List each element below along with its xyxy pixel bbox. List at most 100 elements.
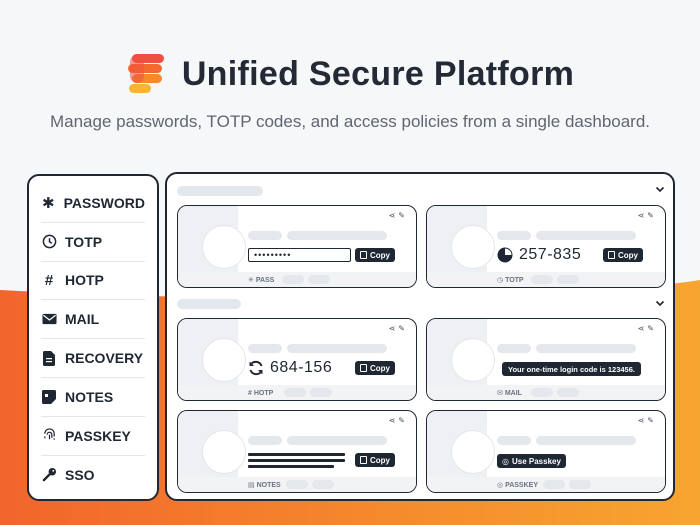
- header: Unified Secure Platform Manage passwords…: [0, 50, 700, 132]
- footer-label: ✉ MAIL: [497, 390, 522, 397]
- refresh-icon: [249, 360, 263, 376]
- copy-icon: [360, 456, 367, 464]
- fingerprint-icon: [41, 428, 57, 444]
- avatar: [202, 225, 246, 269]
- avatar: [451, 225, 495, 269]
- main-panel: ⋖✎ ••••••••• Copy ✳ PASS ⋖✎ 257-835 Copy…: [165, 172, 675, 501]
- avatar: [451, 430, 495, 474]
- sidebar-item-label: PASSWORD: [63, 194, 145, 211]
- sidebar-item-label: SSO: [65, 466, 95, 483]
- sidebar-item-label: MAIL: [65, 311, 100, 328]
- avatar: [202, 338, 246, 382]
- footer-label: ▤ NOTES: [248, 482, 281, 489]
- footer-text: PASSKEY: [505, 482, 538, 489]
- passkey-button-label: Use Passkey: [511, 456, 561, 466]
- sidebar-item-sso[interactable]: SSO: [41, 456, 145, 495]
- tag-placeholder: [286, 480, 308, 489]
- key-icon: [41, 467, 57, 483]
- footer-text: HOTP: [253, 390, 274, 397]
- sidebar-item-totp[interactable]: TOTP: [41, 223, 145, 262]
- text-placeholder: [287, 231, 387, 240]
- note-icon: [41, 389, 57, 405]
- sidebar-item-label: RECOVERY: [65, 350, 144, 367]
- share-edit-icons[interactable]: ⋖✎: [637, 324, 657, 333]
- footer-label: # HOTP: [248, 390, 274, 397]
- copy-label: Copy: [618, 250, 638, 260]
- copy-icon: [360, 251, 367, 259]
- share-edit-icons[interactable]: ⋖✎: [388, 416, 408, 425]
- envelope-icon: [41, 311, 57, 327]
- sidebar-item-mail[interactable]: MAIL: [41, 300, 145, 340]
- document-icon: [41, 350, 57, 366]
- sidebar-item-passkey[interactable]: PASSKEY: [41, 417, 145, 456]
- share-edit-icons[interactable]: ⋖✎: [388, 211, 408, 220]
- tag-placeholder: [557, 275, 579, 284]
- clock-icon: [41, 234, 57, 250]
- totp-code: 257-835: [519, 246, 582, 263]
- sidebar-item-label: PASSKEY: [65, 427, 131, 444]
- tag-placeholder: [543, 480, 565, 489]
- tag-placeholder: [569, 480, 591, 489]
- hotp-code: 684-156: [270, 359, 333, 376]
- copy-button[interactable]: Copy: [355, 453, 395, 467]
- sidebar-item-password[interactable]: ✱ PASSWORD: [41, 184, 145, 223]
- text-placeholder: [536, 436, 636, 445]
- footer-text: MAIL: [504, 390, 522, 397]
- sidebar-item-recovery[interactable]: RECOVERY: [41, 339, 145, 378]
- mail-message-tooltip: Your one-time login code is 123456.: [502, 362, 641, 376]
- page-subtitle: Manage passwords, TOTP codes, and access…: [49, 112, 651, 131]
- note-text-line: [248, 465, 334, 468]
- text-placeholder: [248, 231, 282, 240]
- avatar: [451, 338, 495, 382]
- text-placeholder: [497, 344, 531, 353]
- chevron-down-icon[interactable]: [655, 184, 667, 196]
- footer-text: NOTES: [256, 482, 281, 489]
- share-edit-icons[interactable]: ⋖✎: [388, 324, 408, 333]
- footer-label: ◎ PASSKEY: [497, 482, 538, 489]
- text-placeholder: [248, 436, 282, 445]
- section-header-placeholder: [177, 299, 241, 309]
- sidebar: ✱ PASSWORD TOTP # HOTP MAIL RECOVERY NOT…: [27, 174, 159, 501]
- text-placeholder: [287, 344, 387, 353]
- tag-placeholder: [531, 275, 553, 284]
- sidebar-item-hotp[interactable]: # HOTP: [41, 262, 145, 301]
- text-placeholder: [287, 436, 387, 445]
- sidebar-item-label: NOTES: [65, 388, 114, 405]
- text-placeholder: [536, 344, 636, 353]
- copy-icon: [608, 251, 615, 259]
- mail-card: ⋖✎ Your one-time login code is 123456. ✉…: [426, 318, 666, 401]
- copy-button[interactable]: Copy: [355, 248, 395, 262]
- text-placeholder: [497, 231, 531, 240]
- copy-button[interactable]: Copy: [603, 248, 643, 262]
- copy-button[interactable]: Copy: [355, 361, 395, 375]
- footer-text: TOTP: [505, 277, 524, 284]
- page-title: Unified Secure Platform: [181, 54, 575, 93]
- footer-label: ◷ TOTP: [497, 277, 524, 284]
- tag-placeholder: [282, 275, 304, 284]
- password-card: ⋖✎ ••••••••• Copy ✳ PASS: [177, 205, 417, 288]
- text-placeholder: [497, 436, 531, 445]
- tag-placeholder: [557, 388, 579, 397]
- passkey-card: ⋖✎ ◎ Use Passkey ◎ PASSKEY: [426, 410, 666, 493]
- avatar: [202, 430, 246, 474]
- share-edit-icons[interactable]: ⋖✎: [637, 211, 657, 220]
- text-placeholder: [248, 344, 282, 353]
- footer-label: ✳ PASS: [248, 277, 275, 284]
- copy-label: Copy: [370, 455, 390, 465]
- use-passkey-button[interactable]: ◎ Use Passkey: [497, 454, 566, 468]
- share-edit-icons[interactable]: ⋖✎: [637, 416, 657, 425]
- totp-card: ⋖✎ 257-835 Copy ◷ TOTP: [426, 205, 666, 288]
- text-placeholder: [536, 231, 636, 240]
- logo-icon: [127, 54, 164, 93]
- tag-placeholder: [308, 275, 330, 284]
- hash-lock-icon: #: [44, 271, 54, 289]
- sidebar-item-label: TOTP: [65, 233, 103, 250]
- timer-icon: [497, 247, 513, 263]
- tag-placeholder: [310, 388, 332, 397]
- section-header-placeholder: [177, 186, 263, 196]
- chevron-down-icon[interactable]: [655, 298, 667, 310]
- copy-icon: [360, 364, 367, 372]
- password-field[interactable]: •••••••••: [248, 248, 351, 262]
- note-text-line: [248, 453, 345, 456]
- sidebar-item-notes[interactable]: NOTES: [41, 378, 145, 417]
